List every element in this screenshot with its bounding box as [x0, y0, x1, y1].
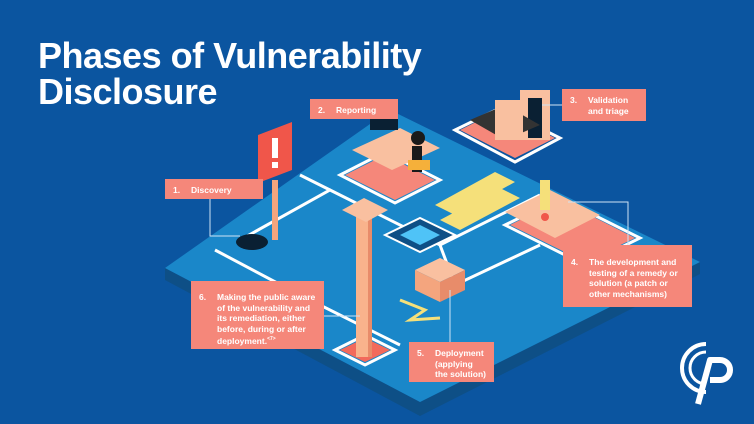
cp-logo-icon	[680, 342, 733, 405]
phase-label-deployment: 5. Deployment (applying the solution)	[409, 342, 494, 382]
pad-reporting	[345, 155, 435, 200]
deployment-box	[399, 258, 465, 322]
phase-text: Deployment (applying the solution)	[435, 348, 486, 379]
phase-text: Making the public aware of the vulnerabi…	[217, 292, 316, 346]
footnote: <7>	[267, 336, 276, 342]
phase-text: The development and testing of a remedy …	[589, 257, 678, 299]
phase-number: 5.	[417, 348, 425, 358]
development-table	[505, 180, 600, 238]
chip	[382, 216, 458, 254]
phase-number: 1.	[173, 185, 181, 195]
phase-text: Discovery	[191, 185, 232, 195]
post	[342, 198, 388, 357]
phase-text: Validation and triage	[588, 95, 629, 116]
phase-label-discovery: 1. Discovery	[165, 179, 263, 199]
page-title: Phases of Vulnerability Disclosure	[38, 35, 422, 112]
phase-label-reporting: 2. Reporting	[310, 99, 398, 119]
phase-number: 3.	[570, 95, 578, 105]
phase-text: Reporting	[336, 105, 377, 115]
phase-text-body: Making the public aware of the vulnerabi…	[217, 292, 316, 346]
title-line-2: Disclosure	[38, 71, 218, 112]
yellow-components	[435, 172, 520, 230]
phase-number: 6.	[199, 292, 207, 302]
validation-machine	[470, 90, 550, 140]
phase-label-validation: 3. Validation and triage	[562, 89, 646, 121]
hole	[236, 234, 268, 250]
title-line-1: Phases of Vulnerability	[38, 35, 422, 76]
warning-sign	[258, 122, 292, 240]
phase-label-development: 4. The development and testing of a reme…	[563, 245, 692, 307]
phase-number: 2.	[318, 105, 326, 115]
phase-label-public-awareness: 6. Making the public aware of the vulner…	[191, 281, 324, 349]
phase-number: 4.	[571, 257, 579, 267]
